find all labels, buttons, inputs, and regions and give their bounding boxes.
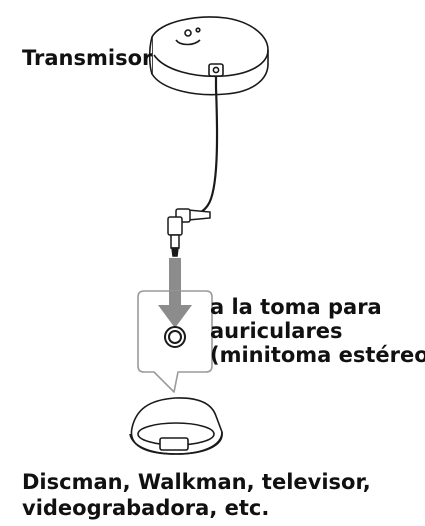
headphone-jack-label-line-1: a la toma para [210, 295, 382, 319]
devices-label-line-1: Discman, Walkman, televisor, [22, 470, 371, 494]
audio-cable [189, 76, 219, 217]
headphone-jack-label-line-3: (minitoma estéreo) [210, 343, 425, 367]
transmitter-label: Transmisor [22, 46, 153, 70]
transmitter-device [148, 16, 269, 96]
devices-label: Discman, Walkman, televisor, videograbad… [22, 469, 371, 521]
headphone-jack-callout [137, 290, 213, 393]
headphone-jack-label: a la toma para auriculares (minitoma est… [210, 295, 425, 367]
source-device [129, 397, 223, 455]
headphone-jack-label-line-2: auriculares [210, 319, 343, 343]
devices-label-line-2: videograbadora, etc. [22, 496, 270, 520]
mini-plug [167, 208, 211, 257]
